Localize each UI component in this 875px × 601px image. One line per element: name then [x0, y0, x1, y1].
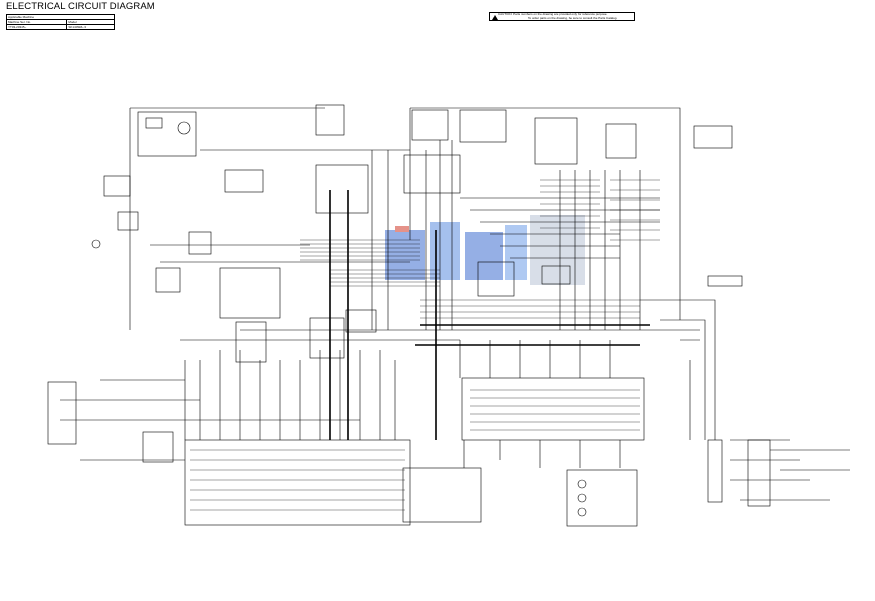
caution-line-2: To order parts on the drawing, be sure t…	[528, 15, 618, 20]
applicable-machine-table: Applicable Machine Machine Ser. No. Mode…	[5, 14, 115, 30]
info-cell: SK140SRL-3	[66, 24, 115, 30]
warning-icon	[491, 14, 498, 20]
info-cell: YT03-20345~	[5, 24, 68, 30]
caution-line-1: CAUTION: Parts numbers on the drawing ar…	[498, 12, 608, 16]
watermark-logo	[385, 215, 585, 285]
wire-bundle	[190, 179, 660, 511]
wiring	[47, 104, 850, 527]
caution-box: CAUTION: Parts numbers on the drawing ar…	[489, 12, 635, 21]
page-title: ELECTRICAL CIRCUIT DIAGRAM	[6, 1, 155, 12]
heavy-harness	[329, 190, 650, 440]
